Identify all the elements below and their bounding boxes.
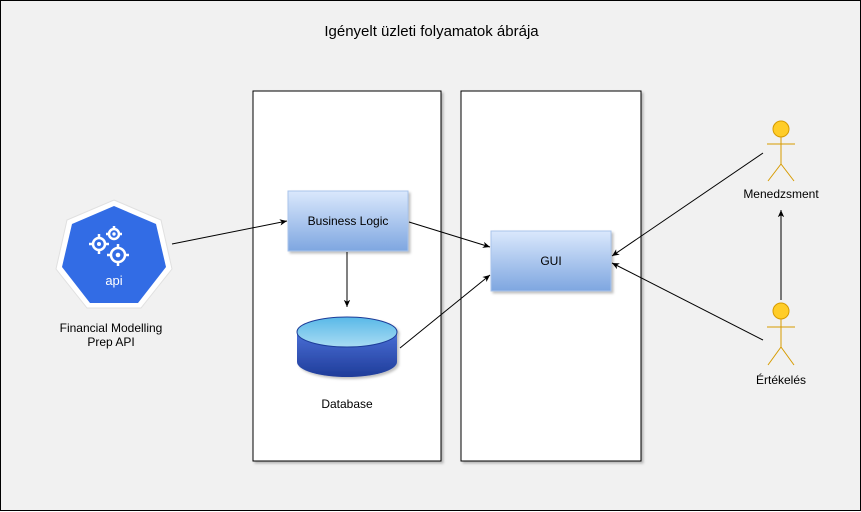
edge-ertekeles-to-gui xyxy=(611,262,764,341)
edge-database-to-gui xyxy=(399,274,491,349)
gui-box[interactable] xyxy=(490,230,612,292)
edge-menedzsment-to-gui xyxy=(611,152,764,257)
actor-menedzsment-icon xyxy=(767,120,795,182)
database-cylinder[interactable] xyxy=(296,316,398,377)
api-label: Financial Modelling Prep API xyxy=(59,321,163,349)
database-label: Database xyxy=(321,397,373,411)
api-icon-text: api xyxy=(105,273,123,288)
business-logic-box[interactable] xyxy=(287,190,409,252)
actor-ertekeles-label: Értékelés xyxy=(755,373,807,387)
gui-label: GUI xyxy=(540,254,562,268)
api-icon xyxy=(55,199,173,309)
actor-menedzsment-label: Menedzsment xyxy=(743,187,819,201)
business-logic-label: Business Logic xyxy=(307,214,389,228)
diagram-title: Igényelt üzleti folyamatok ábrája xyxy=(324,23,539,40)
actor-ertekeles-icon xyxy=(767,302,795,366)
edge-business-logic-to-gui xyxy=(408,221,491,248)
edge-api-to-business-logic xyxy=(171,219,288,245)
